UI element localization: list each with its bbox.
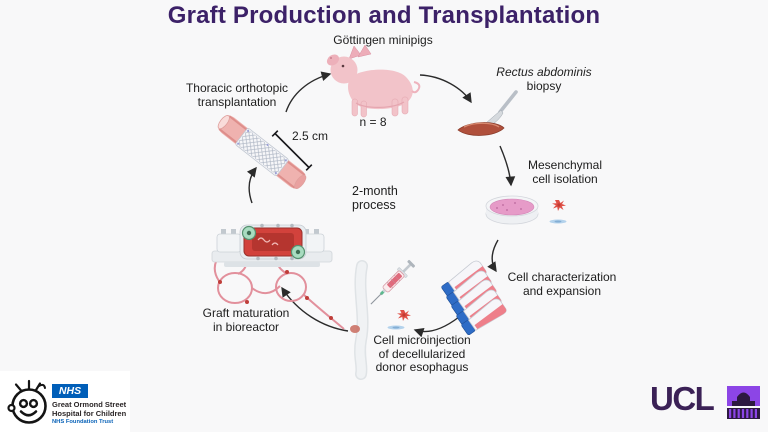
msc-cell-blue-icon: [549, 219, 567, 224]
graft-measurement-line: [271, 130, 313, 171]
esophageal-graft-illustration: [217, 115, 313, 189]
label-thoracic-transplantation: Thoracic orthotopic transplantation: [185, 81, 289, 109]
gosh-name-line1: Great Ormond Street: [52, 400, 127, 409]
gosh-trust-line: NHS Foundation Trust: [52, 419, 114, 425]
cycle-arrows: [246, 71, 516, 338]
label-biopsy-muscle: Rectus abdominis: [496, 65, 592, 79]
arrow-biopsy-to-isolation: [499, 145, 516, 187]
gosh-child-face-icon: [7, 379, 47, 424]
arrow-transplant-to-pig: [285, 71, 332, 113]
arrow-pig-to-biopsy: [419, 74, 472, 104]
scalpel-muscle-illustration: [457, 90, 518, 136]
ucl-wordmark: UCL: [650, 380, 715, 417]
label-graft-length: 2.5 cm: [291, 129, 329, 143]
label-graft-maturation: Graft maturation in bioreactor: [202, 306, 290, 334]
injected-cell-blue-icon: [387, 325, 405, 330]
label-cell-characterization: Cell characterization and expansion: [507, 270, 617, 298]
slide-title: Graft Production and Transplantation: [167, 2, 601, 29]
label-sample-size: n = 8: [359, 115, 387, 129]
nhs-brand-badge: NHS: [52, 384, 88, 398]
minipig-illustration: [326, 44, 421, 118]
arrow-flasks-to-microinjection: [413, 316, 460, 338]
gosh-name-line2: Hospital for Children: [52, 408, 127, 418]
label-cell-microinjection: Cell microinjection of decellularized do…: [373, 333, 471, 375]
arrow-bioreactor-to-graft: [246, 166, 257, 204]
label-mesenchymal-isolation: Mesenchymal cell isolation: [527, 158, 603, 186]
ucl-portico-icon: [727, 386, 760, 419]
arrow-microinjection-to-bioreactor: [281, 286, 349, 332]
label-biopsy-word: biopsy: [526, 78, 562, 93]
msc-cell-red-icon: [552, 200, 566, 211]
injected-cell-red-icon: [397, 310, 411, 321]
petri-dish-illustration: [485, 195, 567, 225]
bioreactor-illustration: [211, 223, 345, 330]
culture-flasks-illustration: [439, 258, 508, 339]
syringe-esophagus-illustration: [350, 259, 416, 380]
label-goettingen-minipigs: Göttingen minipigs: [333, 33, 433, 47]
arrow-isolation-to-characterization: [487, 239, 499, 273]
label-process-duration: 2-month process: [352, 184, 398, 213]
